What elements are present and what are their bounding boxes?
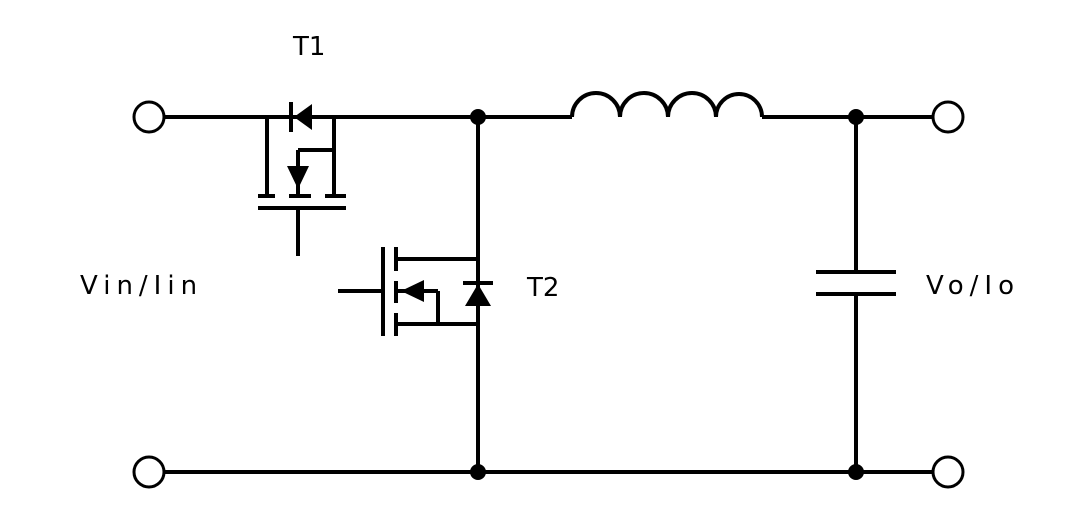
inductor-symbol [570,91,764,118]
output-terminal-top [931,100,965,134]
t2-body-diode [463,281,493,306]
terminals [132,100,965,489]
t2-label: T2 [526,273,559,303]
junction-dot [470,109,486,125]
output-capacitor-symbol [816,270,896,296]
t2-channel-arrow [401,280,424,302]
input-label: Vin/Iin [80,271,203,301]
input-terminal-bottom [132,455,166,489]
junction-dot [848,464,864,480]
junction-dot [848,109,864,125]
wires [165,115,935,474]
t1-mosfet-symbol [258,117,346,256]
t1-body-diode [289,102,312,132]
t1-channel-arrow [287,166,309,189]
junction-dots [470,109,864,480]
junction-dot [470,464,486,480]
output-terminal-bottom [931,455,965,489]
t1-label: T1 [292,32,325,62]
t2-mosfet-symbol [338,247,478,336]
output-label: Vo/Io [926,271,1020,301]
input-terminal-top [132,100,166,134]
